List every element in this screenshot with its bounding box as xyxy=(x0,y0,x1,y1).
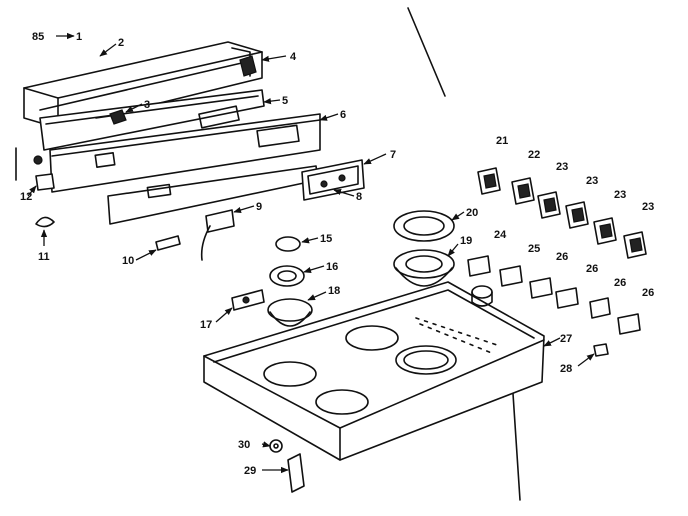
label-26b: 26 xyxy=(586,263,598,275)
label-16: 16 xyxy=(326,261,338,273)
burner-ring xyxy=(269,265,305,287)
label-2: 2 xyxy=(118,37,124,49)
label-3: 3 xyxy=(144,99,150,111)
label-23a: 23 xyxy=(556,161,568,173)
label-19: 19 xyxy=(460,235,472,247)
terminal-block xyxy=(200,209,235,261)
knob-row xyxy=(477,167,647,259)
switch-housing xyxy=(301,159,365,201)
switch-row xyxy=(467,255,641,335)
label-26d: 26 xyxy=(642,287,654,299)
label-18: 18 xyxy=(328,285,340,297)
label-1: 1 xyxy=(76,31,82,43)
small-clip xyxy=(95,109,127,125)
label-17: 17 xyxy=(200,319,212,331)
leader-lines xyxy=(27,32,595,474)
label-22: 22 xyxy=(528,149,540,161)
knob-23d xyxy=(623,231,647,259)
label-11: 11 xyxy=(38,251,50,263)
washer-30 xyxy=(269,439,283,453)
bracket-10 xyxy=(155,235,181,251)
label-23c: 23 xyxy=(614,189,626,201)
label-9: 9 xyxy=(256,201,262,213)
label-10: 10 xyxy=(122,255,134,267)
label-28: 28 xyxy=(560,363,572,375)
knob-23a xyxy=(537,191,561,219)
clip-11 xyxy=(35,216,55,228)
bracket-29 xyxy=(287,453,305,493)
spacer-cylinder xyxy=(471,285,493,307)
bracket xyxy=(35,173,55,191)
label-20: 20 xyxy=(466,207,478,219)
label-23d: 23 xyxy=(642,201,654,213)
label-29: 29 xyxy=(244,465,256,477)
label-85: 85 xyxy=(32,31,44,43)
label-12: 12 xyxy=(20,191,32,203)
clip-28 xyxy=(593,343,609,357)
knob-22 xyxy=(511,177,535,205)
trim-panel xyxy=(39,89,265,151)
burner-cap-small xyxy=(275,236,301,252)
label-21: 21 xyxy=(496,135,508,147)
part-labels: 85 1 2 3 4 5 6 7 8 9 10 11 12 15 16 17 1… xyxy=(20,31,654,477)
knob-23b xyxy=(565,201,589,229)
label-23b: 23 xyxy=(586,175,598,187)
cooktop xyxy=(203,281,545,461)
label-4: 4 xyxy=(290,51,297,63)
label-8: 8 xyxy=(356,191,362,203)
backguard-top-panel xyxy=(23,41,263,129)
knob-21 xyxy=(477,167,501,195)
label-7: 7 xyxy=(390,149,396,161)
label-6: 6 xyxy=(340,109,346,121)
end-clip xyxy=(239,55,257,77)
large-burner-ring xyxy=(393,210,455,242)
igniter xyxy=(231,289,265,311)
label-5: 5 xyxy=(282,95,288,107)
drip-bowl-large xyxy=(393,249,455,287)
screw xyxy=(15,147,43,181)
label-25: 25 xyxy=(528,243,540,255)
drip-bowl-small xyxy=(267,298,313,327)
label-26a: 26 xyxy=(556,251,568,263)
label-27: 27 xyxy=(560,333,572,345)
label-26c: 26 xyxy=(614,277,626,289)
label-30: 30 xyxy=(238,439,250,451)
knob-23c xyxy=(593,217,617,245)
label-24: 24 xyxy=(494,229,507,241)
label-15: 15 xyxy=(320,233,332,245)
